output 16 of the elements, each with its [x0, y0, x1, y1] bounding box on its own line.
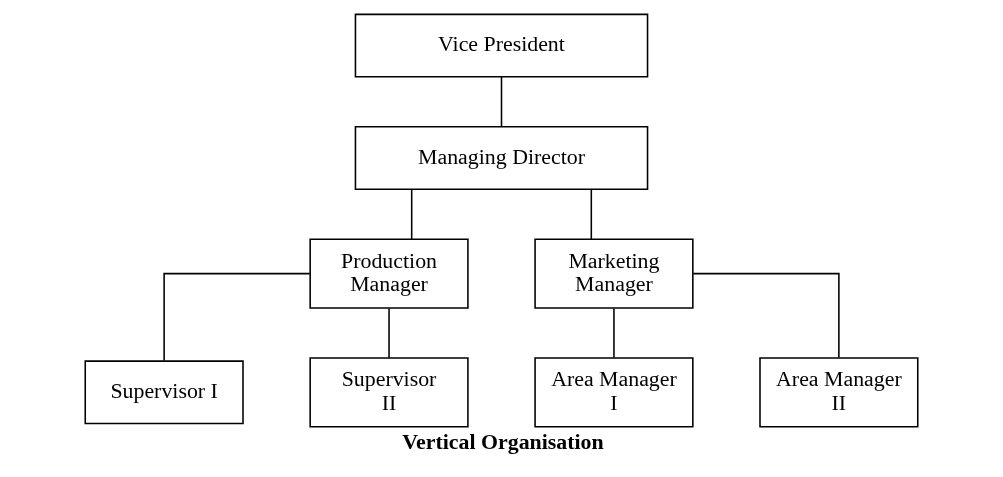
node-box: Vice President [354, 13, 649, 78]
connector [410, 188, 413, 241]
node-box: Area Manager I [534, 357, 694, 428]
node-box: Area Manager II [759, 357, 919, 428]
connector [692, 272, 840, 359]
connector [500, 76, 503, 128]
node-box: Supervisor II [309, 357, 469, 428]
caption: Vertical Organisation [402, 429, 604, 454]
node-box: Marketing Manager [534, 238, 694, 309]
connector [388, 307, 390, 359]
node-box: Supervisor I [84, 360, 244, 425]
connector [590, 188, 593, 241]
connector [163, 272, 311, 362]
node-box: Production Manager [309, 238, 469, 309]
connector [613, 307, 615, 359]
node-box: Managing Director [354, 126, 649, 191]
